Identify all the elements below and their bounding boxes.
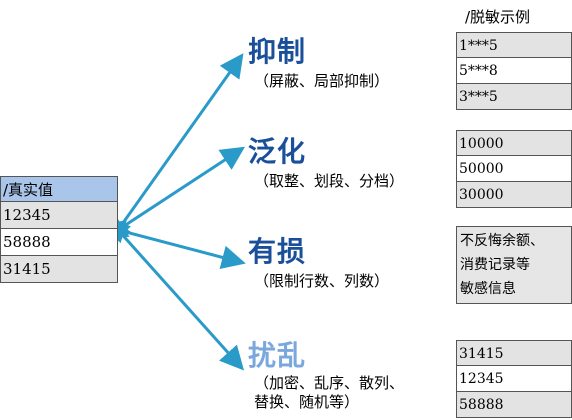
arrow-suppress	[107, 53, 244, 245]
generalize-example-table: 10000 50000 30000	[456, 130, 572, 208]
method-perturb: 扰乱 （加密、乱序、散列、 替换、随机等）	[248, 340, 404, 412]
method-title: 泛化	[248, 135, 307, 168]
example-row: 50000	[456, 156, 572, 182]
method-note: （限制行数、列数）	[254, 272, 390, 290]
real-value-row: 12345	[0, 202, 118, 229]
lossy-example-line: 敏感信息	[460, 281, 516, 297]
example-row: 1***5	[456, 32, 572, 58]
example-header: /脱敏示例	[465, 8, 531, 26]
example-row: 30000	[456, 182, 572, 208]
example-row: 12345	[456, 366, 572, 392]
lossy-example-line: 消费记录等	[460, 257, 530, 273]
method-title: 抑制	[248, 35, 307, 68]
method-note-line: （加密、乱序、散列、	[254, 374, 405, 392]
example-row: 5***8	[456, 58, 572, 84]
lossy-example-box: 不反悔余额、 消费记录等 敏感信息	[456, 226, 572, 304]
example-row: 31415	[456, 340, 572, 366]
method-title: 有损	[248, 235, 307, 268]
method-title: 扰乱	[248, 339, 307, 372]
perturb-example-table: 31415 12345 58888	[456, 340, 572, 418]
method-generalize: 泛化 （取整、划段、分档）	[248, 136, 404, 191]
real-value-row: 31415	[0, 256, 118, 283]
method-note-line: 替换、随机等）	[254, 393, 360, 411]
lossy-example-line: 不反悔余额、	[460, 233, 544, 249]
method-lossy: 有损 （限制行数、列数）	[248, 236, 389, 291]
arrow-lossy	[100, 219, 246, 270]
method-note: （取整、划段、分档）	[254, 172, 405, 190]
suppress-example-table: 1***5 5***8 3***5	[456, 32, 572, 110]
arrow-generalize	[102, 146, 246, 240]
real-value-row: 58888	[0, 229, 118, 256]
arrow-perturb	[105, 216, 245, 371]
example-row: 58888	[456, 392, 572, 418]
method-suppress: 抑制 （屏蔽、局部抑制）	[248, 36, 389, 91]
method-note: （加密、乱序、散列、 替换、随机等）	[254, 374, 404, 412]
real-value-table: /真实值 12345 58888 31415	[0, 176, 118, 283]
method-note: （屏蔽、局部抑制）	[254, 72, 390, 90]
example-row: 3***5	[456, 84, 572, 110]
example-row: 10000	[456, 130, 572, 156]
real-value-header: /真实值	[0, 176, 118, 202]
